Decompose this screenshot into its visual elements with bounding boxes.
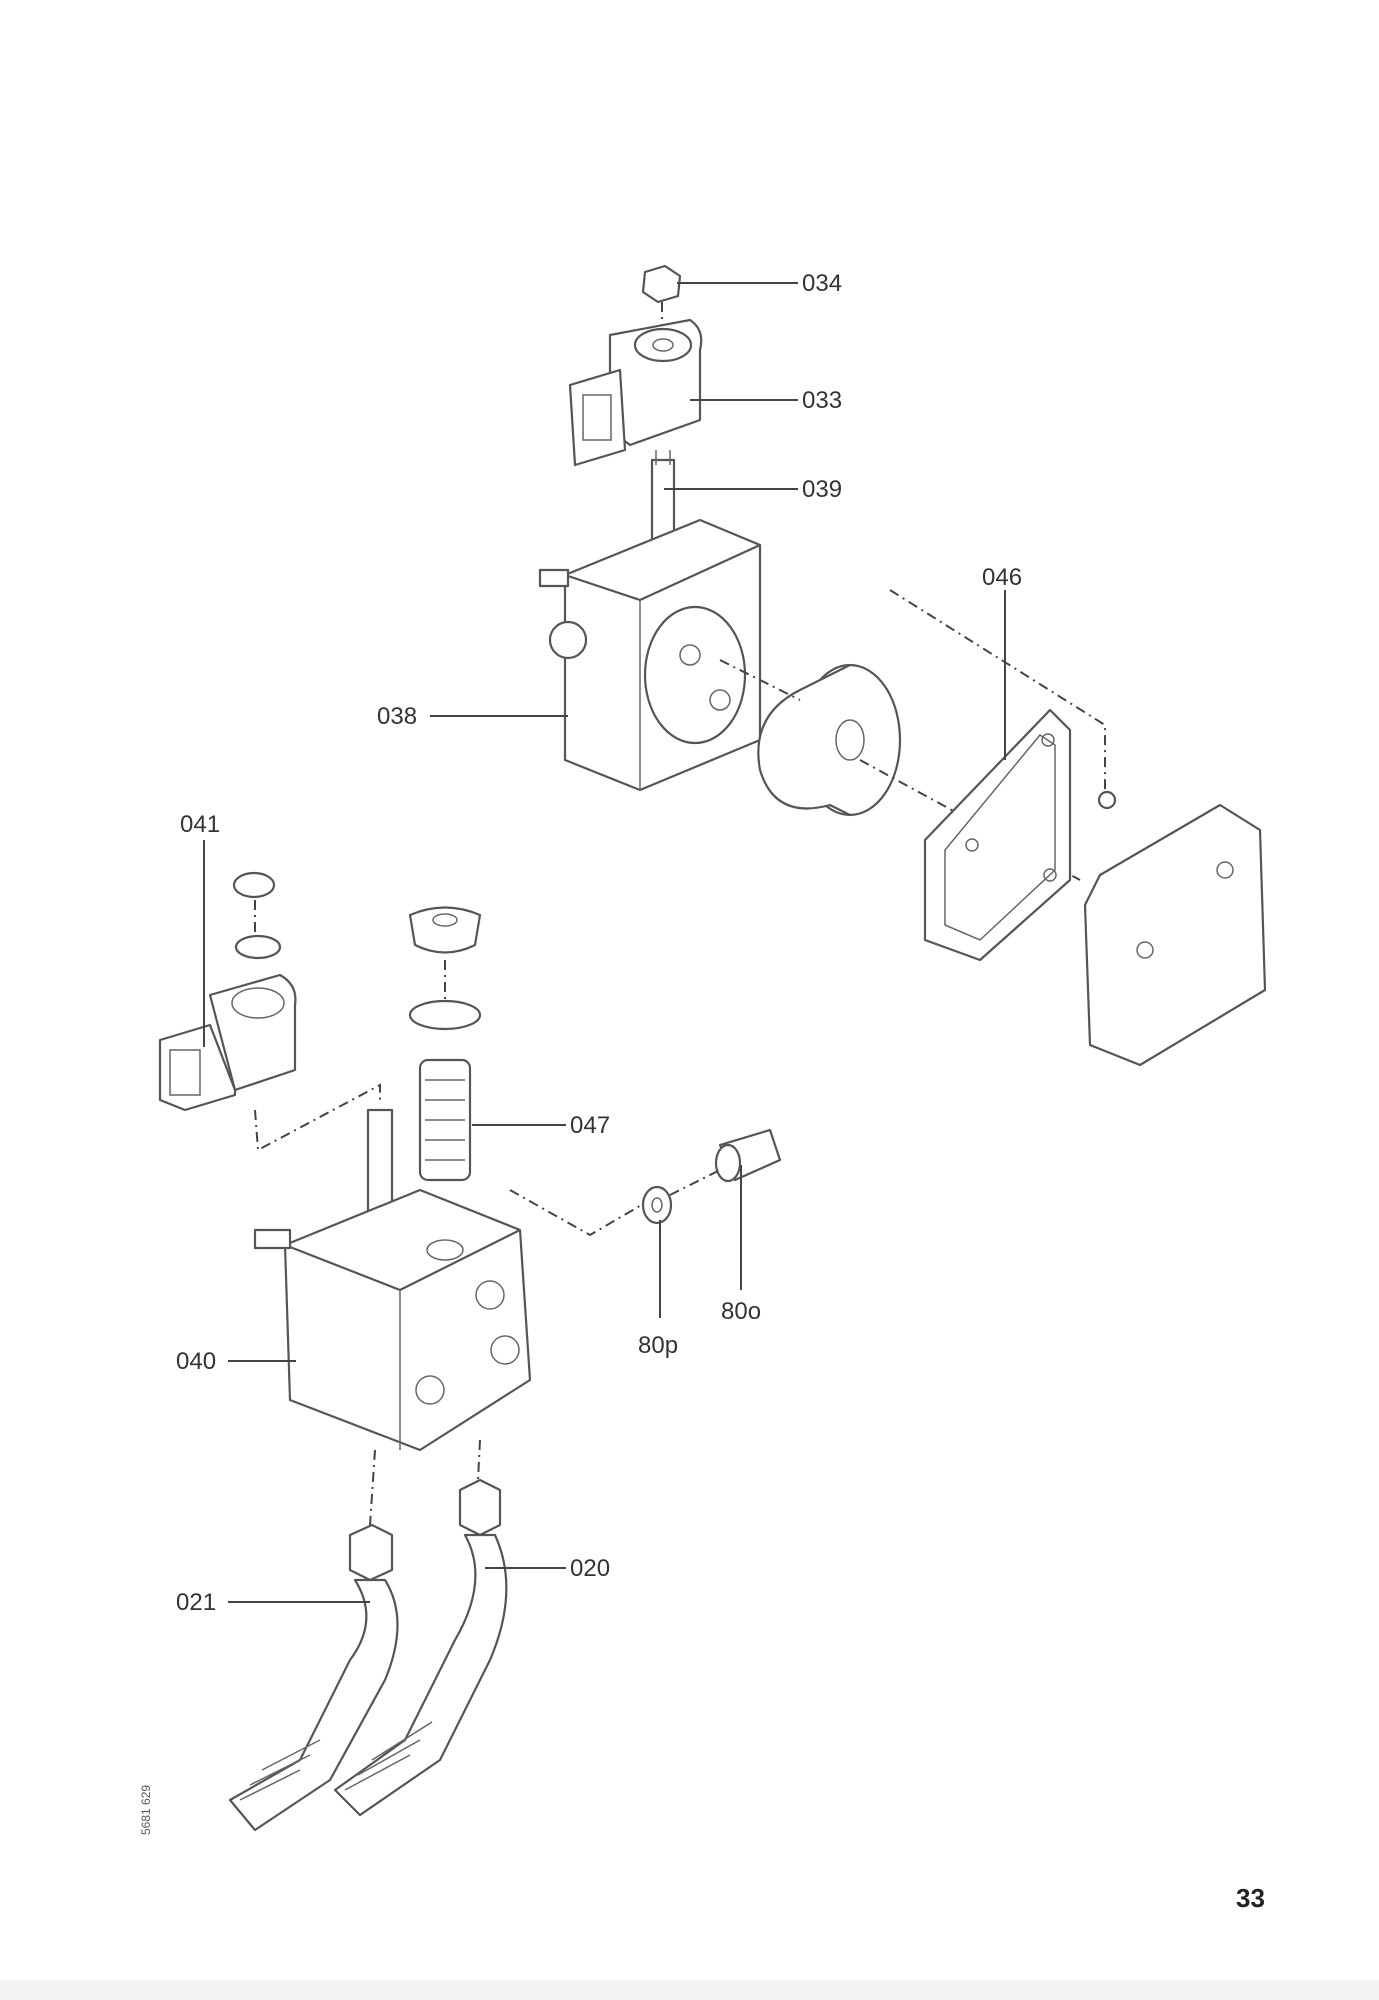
label-040: 040 — [176, 1348, 216, 1375]
label-80p: 80p — [638, 1332, 678, 1359]
footer-band — [0, 1980, 1379, 2000]
part-034-nut — [641, 264, 682, 330]
part-020-hose — [333, 1439, 508, 1817]
part-033-coil — [568, 318, 703, 467]
part-80p-washer — [641, 1185, 673, 1225]
page-number: 33 — [1236, 1883, 1265, 1913]
label-039: 039 — [802, 476, 842, 503]
label-038: 038 — [377, 703, 417, 730]
part-021-hose — [228, 1449, 399, 1832]
part-80o-fitting — [669, 1128, 782, 1196]
part-046-gasket — [923, 708, 1072, 962]
part-047-filter — [408, 906, 482, 1182]
label-033: 033 — [802, 387, 842, 414]
label-80o: 80o — [721, 1298, 761, 1325]
label-034: 034 — [802, 270, 842, 297]
part-038-pump — [538, 518, 762, 792]
part-motor-housing — [1083, 790, 1267, 1067]
figure-code: 5681 629 — [139, 1785, 153, 1835]
label-047: 047 — [570, 1112, 610, 1139]
part-fan — [719, 589, 1106, 881]
part-040-pump — [253, 1108, 651, 1452]
label-046: 046 — [982, 564, 1022, 591]
part-041-coil — [158, 871, 381, 1152]
label-020: 020 — [570, 1555, 610, 1582]
label-041: 041 — [180, 811, 220, 838]
label-021: 021 — [176, 1589, 216, 1616]
